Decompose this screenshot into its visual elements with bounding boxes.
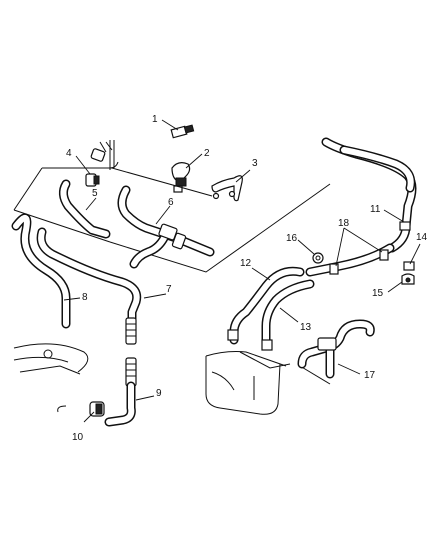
part-4-clamp (85, 140, 119, 187)
hose-7 (36, 227, 142, 345)
callout-4: 4 (66, 148, 72, 159)
callout-5: 5 (92, 188, 98, 199)
hose-12 (227, 266, 305, 345)
hose-18 (305, 243, 395, 277)
callout-6: 6 (168, 197, 174, 208)
callout-12: 12 (240, 258, 252, 269)
callout-14: 14 (416, 232, 428, 243)
hose-13 (261, 279, 315, 351)
callout-8: 8 (82, 292, 88, 303)
coolant-reservoir (205, 351, 291, 415)
hose-8 (11, 213, 71, 329)
callout-11: 11 (370, 204, 381, 215)
hose-11 (321, 137, 417, 253)
callout-17: 17 (364, 370, 376, 381)
leader-lines (63, 119, 421, 423)
part-2-clamp (171, 162, 191, 193)
hose-6 (117, 185, 215, 269)
hose-5 (58, 179, 111, 239)
callout-7: 7 (166, 284, 172, 295)
callout-13: 13 (300, 322, 312, 333)
hose-9 (104, 357, 137, 427)
part-10-clamp (57, 401, 105, 417)
engine-block-outline (13, 343, 89, 375)
callout-1: 1 (152, 114, 158, 125)
callout-2: 2 (204, 148, 210, 159)
callout-15: 15 (372, 288, 384, 299)
part-1-fitting (170, 124, 195, 139)
part-16-nut (312, 252, 324, 264)
callout-9: 9 (156, 388, 162, 399)
callout-10: 10 (72, 432, 84, 443)
callout-labels: 1 2 3 4 5 6 7 8 9 10 11 12 13 14 15 16 1… (66, 114, 428, 443)
callout-18: 18 (338, 218, 350, 229)
hose-17 (297, 319, 375, 379)
part-3-bracket (211, 175, 243, 202)
part-14-15-bracket (401, 261, 415, 285)
callout-16: 16 (286, 233, 298, 244)
callout-3: 3 (252, 158, 258, 169)
